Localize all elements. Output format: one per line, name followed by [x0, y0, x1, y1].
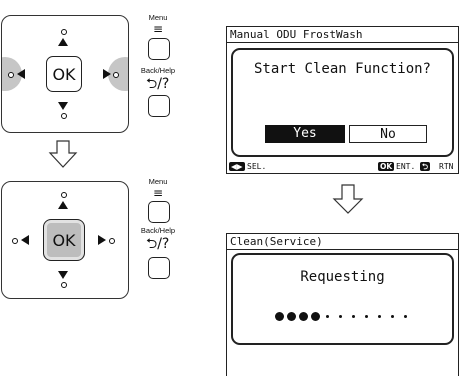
- dpad-right-button[interactable]: [98, 235, 106, 245]
- back-help-label: Back/Help: [140, 226, 176, 235]
- menu-button[interactable]: [148, 38, 170, 60]
- lcd-screen-confirm: Manual ODU FrostWash Start Clean Functio…: [226, 26, 459, 174]
- progress-dot-empty: [339, 315, 342, 318]
- ok-button-pressed[interactable]: OK: [43, 219, 85, 261]
- footer-rtn-label: RTN: [439, 162, 454, 171]
- confirm-dialog: Start Clean Function? Yes No: [231, 48, 454, 157]
- dpad-up-indicator-dot: [61, 192, 67, 198]
- dpad-up-indicator-dot: [61, 29, 67, 35]
- dpad-left-button[interactable]: [17, 69, 25, 79]
- remote-dpad-panel-top: OK: [1, 15, 129, 133]
- dpad-left-button[interactable]: [21, 235, 29, 245]
- requesting-dialog: Requesting: [231, 253, 454, 345]
- screen-title: Manual ODU FrostWash: [227, 27, 458, 43]
- dpad-left-indicator-dot: [12, 238, 18, 244]
- progress-dot-empty: [365, 315, 368, 318]
- lcd-screen-requesting: Clean(Service) Requesting: [226, 233, 459, 376]
- menu-label: Menu: [148, 13, 168, 22]
- menu-lines-icon: ≡: [153, 186, 164, 200]
- dpad-right-indicator-dot: [113, 72, 119, 78]
- progress-dot-filled: [298, 312, 308, 321]
- screen-title: Clean(Service): [227, 234, 458, 250]
- footer-ent-label: ENT.: [396, 162, 416, 171]
- menu-lines-icon: ≡: [153, 22, 164, 36]
- left-right-arrows-icon: ◀▶: [229, 162, 245, 171]
- progress-dot-empty: [404, 315, 407, 318]
- progress-dot-filled: [310, 312, 320, 321]
- footer-ok-chip: OK: [378, 162, 395, 171]
- back-help-label: Back/Help: [140, 66, 176, 75]
- progress-dot-empty: [352, 315, 355, 318]
- menu-button[interactable]: [148, 201, 170, 223]
- return-arrow-icon: ⮌: [420, 162, 431, 171]
- progress-dot-empty: [391, 315, 394, 318]
- progress-dot-empty: [378, 315, 381, 318]
- menu-label: Menu: [148, 177, 168, 186]
- dpad-left-indicator-dot: [8, 72, 14, 78]
- yes-option[interactable]: Yes: [265, 125, 345, 143]
- back-arrow-icon: ⮌/?: [146, 76, 170, 92]
- progress-dot-empty: [326, 315, 329, 318]
- dpad-down-button[interactable]: [58, 271, 68, 279]
- dpad-down-indicator-dot: [61, 282, 67, 288]
- screen-footer: ◀▶ SEL. OK ENT. ⮌ RTN: [227, 161, 458, 173]
- ok-button[interactable]: OK: [46, 56, 82, 92]
- no-option[interactable]: No: [349, 125, 427, 143]
- progress-dot-filled: [286, 312, 296, 321]
- progress-dots: [233, 306, 452, 325]
- dpad-down-button[interactable]: [58, 102, 68, 110]
- dpad-right-indicator-dot: [109, 238, 115, 244]
- confirm-prompt: Start Clean Function?: [253, 61, 431, 77]
- progress-dot-filled: [274, 312, 284, 321]
- down-arrow-icon: [48, 140, 78, 168]
- dpad-down-indicator-dot: [61, 113, 67, 119]
- down-arrow-icon: [332, 184, 364, 214]
- back-arrow-icon: ⮌/?: [146, 236, 170, 252]
- dpad-right-button[interactable]: [103, 69, 111, 79]
- remote-dpad-panel-bottom: OK: [1, 181, 129, 299]
- back-help-button[interactable]: [148, 95, 170, 117]
- dpad-up-button[interactable]: [58, 201, 68, 209]
- requesting-status: Requesting: [300, 269, 385, 285]
- dpad-up-button[interactable]: [58, 38, 68, 46]
- back-help-button[interactable]: [148, 257, 170, 279]
- footer-sel-label: SEL.: [247, 162, 267, 171]
